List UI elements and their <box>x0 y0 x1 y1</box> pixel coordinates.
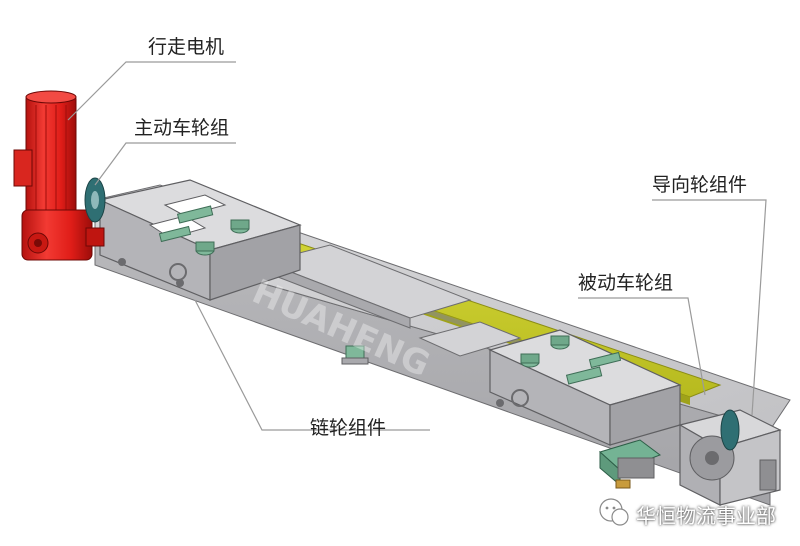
drive-wheel <box>84 177 106 223</box>
guide-wheel-end <box>678 409 782 506</box>
label-guide-wheel-assembly: 导向轮组件 <box>652 174 748 196</box>
sprocket-bracket <box>341 345 369 365</box>
left-carriage <box>98 179 302 301</box>
watermark-chat-icon <box>599 498 629 526</box>
middle-step-plate <box>263 244 522 357</box>
label-sprocket-assembly: 链轮组件 <box>310 417 387 439</box>
label-travel-motor: 行走电机 <box>148 36 225 58</box>
right-carriage <box>488 329 682 446</box>
travel-motor <box>13 90 105 261</box>
sprocket-motor <box>599 439 662 489</box>
leader-lines <box>67 61 767 431</box>
watermark-text: 华恒物流事业部 <box>636 504 776 528</box>
label-drive-wheel-group: 主动车轮组 <box>134 117 230 139</box>
label-driven-wheel-group: 被动车轮组 <box>578 272 674 294</box>
